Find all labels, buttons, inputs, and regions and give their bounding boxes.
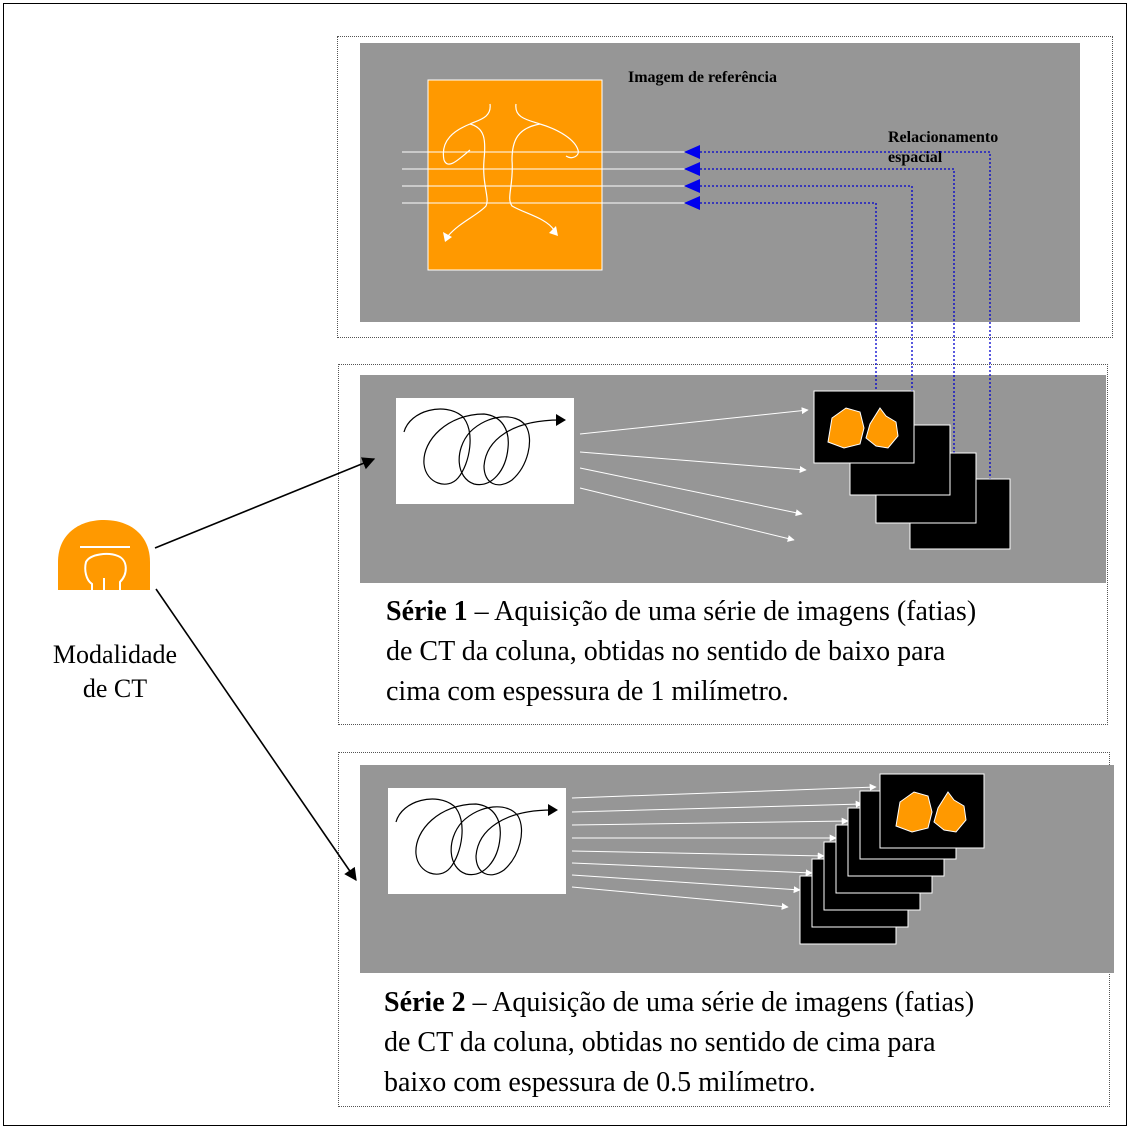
reference-title: Imagem de referência <box>628 69 777 86</box>
ct-scanner-icon <box>58 520 150 592</box>
series2-line3: baixo com espessura de 0.5 milímetro. <box>384 1067 816 1098</box>
outer-frame <box>3 3 1127 1126</box>
reference-image <box>402 79 700 271</box>
series2-line1: – Aquisição de uma série de imagens (fat… <box>465 987 975 1018</box>
series2-scan-trace <box>388 788 566 894</box>
series1-line2: de CT da coluna, obtidas no sentido de b… <box>386 636 946 667</box>
series1-line1: – Aquisição de uma série de imagens (fat… <box>467 596 977 627</box>
series2-slice-stack <box>799 773 985 945</box>
modality-line1: Modalidade <box>52 640 178 669</box>
series2-fan-arrows <box>571 783 877 910</box>
series1-caption: Série 1 – Aquisição de uma série de imag… <box>386 592 976 712</box>
spatial-links <box>700 151 991 495</box>
series2-line2: de CT da coluna, obtidas no sentido de c… <box>384 1027 936 1058</box>
series1-line3: cima com espessura de 1 milímetro. <box>386 676 789 707</box>
modality-label: Modalidade de CT <box>20 638 210 706</box>
series2-label: Série 2 <box>384 987 466 1018</box>
spatial-label-line2: espacial <box>888 149 943 166</box>
series1-section <box>338 364 1108 725</box>
series1-scan-trace <box>396 398 574 504</box>
series1-slice-stack <box>813 390 1011 550</box>
series1-label: Série 1 <box>386 596 468 627</box>
series2-caption: Série 2 – Aquisição de uma série de imag… <box>384 983 974 1103</box>
modality-line2: de CT <box>82 674 148 703</box>
series1-fan-arrows <box>579 407 809 542</box>
reference-section <box>337 36 1113 338</box>
spatial-label-line1: Relacionamento <box>888 129 999 146</box>
modality-arrows <box>154 457 376 882</box>
